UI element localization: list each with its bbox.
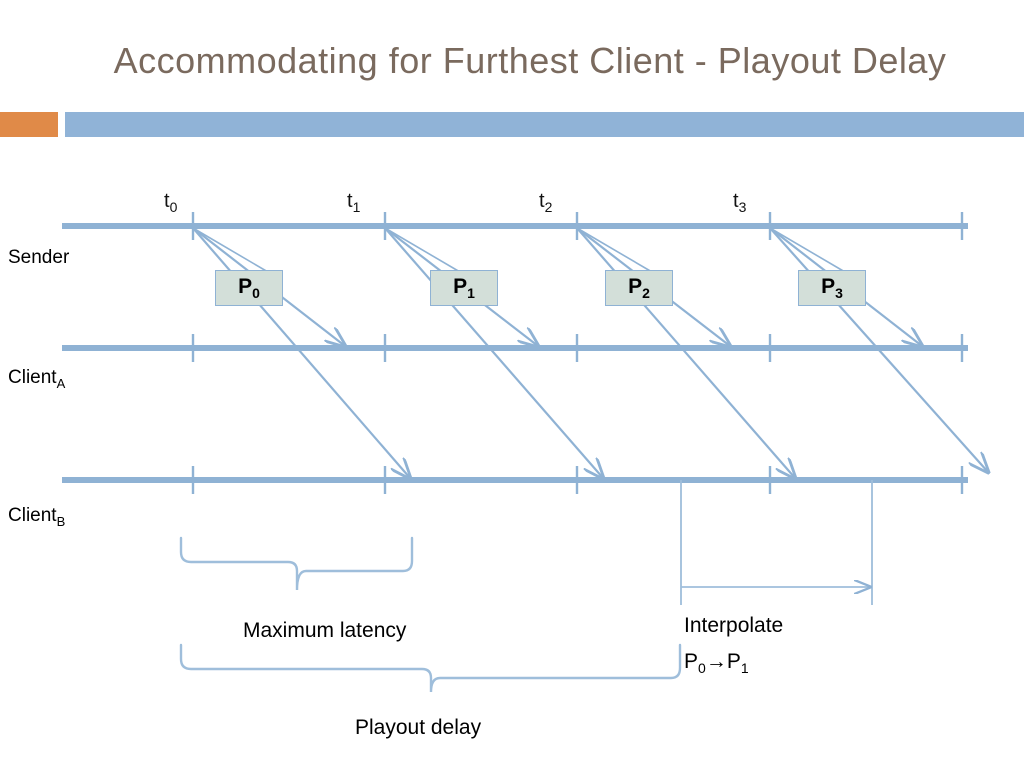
- caption-playout-delay: Playout delay: [355, 716, 482, 739]
- caption-interpolate-packets: P0→P1: [684, 650, 749, 677]
- lane-label-sender: Sender: [8, 247, 70, 268]
- time-tick-label-t1: t1: [347, 190, 361, 215]
- interpolate-measure: [680, 480, 873, 605]
- lane-label-client-a: ClientA: [8, 367, 66, 391]
- packet-arrows-p2: [576, 227, 795, 478]
- brace-playout-delay: [179, 643, 682, 693]
- time-tick-label-t0: t0: [164, 190, 178, 215]
- brace-maximum-latency: [179, 536, 414, 591]
- packet-arrows-p1: [384, 227, 603, 478]
- packet-box-p3[interactable]: P3: [798, 270, 866, 306]
- timeline-sender: [62, 212, 968, 240]
- timeline-client-a: [62, 334, 968, 362]
- packet-box-p1[interactable]: P1: [430, 270, 498, 306]
- accent-bar-orange: [0, 112, 58, 137]
- packet-box-p0[interactable]: P0: [215, 270, 283, 306]
- page-title: Accommodating for Furthest Client - Play…: [113, 40, 947, 81]
- caption-interpolate: Interpolate: [684, 614, 784, 637]
- lane-label-client-b: ClientB: [8, 505, 66, 529]
- accent-bar-blue: [65, 112, 1024, 137]
- packet-arrows-p0: [192, 227, 410, 478]
- time-tick-label-t2: t2: [539, 190, 553, 215]
- packet-box-p2[interactable]: P2: [605, 270, 673, 306]
- caption-maximum-latency: Maximum latency: [243, 619, 407, 642]
- time-tick-label-t3: t3: [733, 190, 747, 215]
- timeline-client-b: [62, 466, 968, 494]
